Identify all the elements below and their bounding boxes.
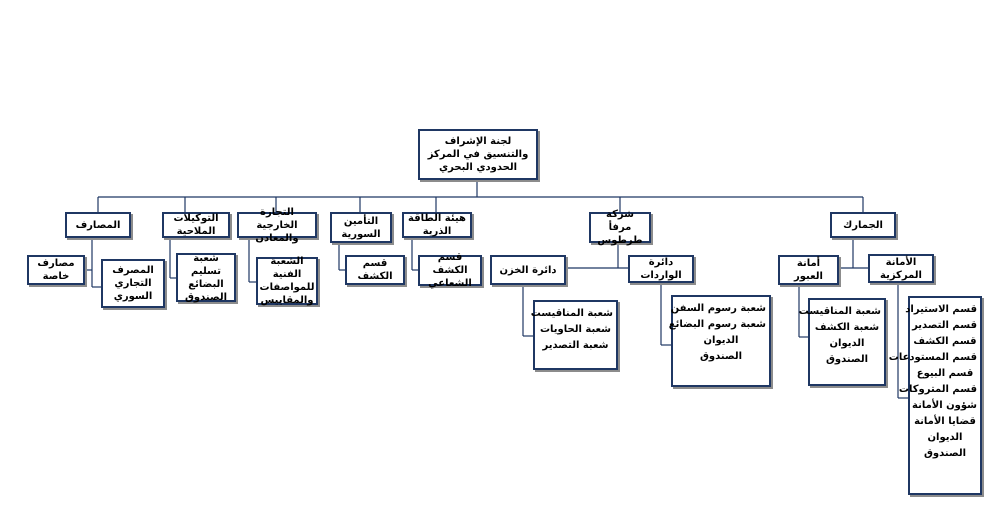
list-item: الصندوق bbox=[825, 354, 869, 365]
list-item: الديوان bbox=[703, 335, 739, 346]
list-item: شعبة المناقيست bbox=[798, 306, 881, 317]
storage-dept-list: شعبة المناقيست شعبة الحاويات شعبة التصدي… bbox=[530, 300, 618, 370]
foreign-trade-label: التجارة الخارجية والمعادن bbox=[255, 206, 299, 244]
list-item: الصندوق bbox=[923, 448, 967, 459]
banks-label: المصارف bbox=[75, 219, 121, 231]
root-committee-box: لجنة الإشراف والتنسيق في المركز الحدودي … bbox=[418, 129, 538, 180]
list-item: قسم المستودعات bbox=[888, 352, 977, 363]
list-item: شعبة رسوم السفن bbox=[670, 303, 766, 314]
central-secretariat-list: قسم الاستيراد قسم التصدير قسم الكشف قسم … bbox=[888, 296, 982, 495]
foreign-trade-box: التجارة الخارجية والمعادن bbox=[237, 207, 317, 244]
port-company-label: شركة مرفأ طرطوس bbox=[597, 209, 643, 246]
list-item: الديوان bbox=[829, 338, 865, 349]
private-banks-label: مصارف خاصة bbox=[37, 258, 75, 282]
standards-section-box: الشعبة الفنية للمواصفات والمقاييس bbox=[256, 256, 318, 306]
list-item: شعبة رسوم البضائع bbox=[668, 319, 766, 330]
list-item: شؤون الأمانة bbox=[912, 400, 977, 411]
list-item: قسم الاستيراد bbox=[905, 304, 977, 315]
list-item: شعبة التصدير bbox=[542, 340, 609, 351]
shipping-agencies-box: التوكيلات الملاحية bbox=[162, 212, 230, 238]
atomic-detection-label: قسم الكشف الشعاعي bbox=[428, 252, 472, 289]
goods-delivery-label: شعبة تسليم البضائع الصندوق bbox=[184, 252, 228, 303]
central-secretariat-label: الأمانة المركزية bbox=[880, 256, 922, 281]
atomic-energy-box: هيئة الطاقة الذرية bbox=[402, 212, 472, 238]
customs-box: الجمارك bbox=[830, 212, 896, 238]
list-item: قسم المتروكات bbox=[898, 384, 977, 395]
list-item: قضايا الأمانة bbox=[914, 416, 976, 427]
commercial-bank-label: المصرف التجاري السوري bbox=[112, 265, 154, 302]
transit-secretariat-label: أمانة العبور bbox=[794, 258, 823, 282]
private-banks-box: مصارف خاصة bbox=[27, 255, 85, 285]
shipping-agencies-label: التوكيلات الملاحية bbox=[173, 213, 219, 237]
goods-delivery-box: شعبة تسليم البضائع الصندوق bbox=[176, 252, 236, 303]
port-company-box: شركة مرفأ طرطوس bbox=[589, 209, 651, 246]
imports-dept-list: شعبة رسوم السفن شعبة رسوم البضائع الديوا… bbox=[668, 295, 771, 387]
storage-dept-label: دائرة الخزن bbox=[499, 264, 557, 276]
syrian-insurance-label: التأمين السورية bbox=[341, 215, 381, 240]
list-item: الديوان bbox=[927, 432, 963, 443]
list-item: شعبة المناقيست bbox=[530, 308, 613, 319]
commercial-bank-box: المصرف التجاري السوري bbox=[101, 259, 165, 308]
standards-section-label: الشعبة الفنية للمواصفات والمقاييس bbox=[259, 256, 315, 306]
list-item: شعبة الحاويات bbox=[539, 324, 612, 335]
imports-dept-box: دائرة الواردات bbox=[628, 255, 694, 283]
atomic-detection-box: قسم الكشف الشعاعي bbox=[418, 252, 482, 289]
transit-secretariat-box: أمانة العبور bbox=[778, 255, 839, 285]
list-item: قسم الكشف bbox=[913, 336, 977, 347]
storage-dept-box: دائرة الخزن bbox=[490, 255, 566, 285]
syrian-insurance-box: التأمين السورية bbox=[330, 212, 392, 243]
imports-dept-label: دائرة الواردات bbox=[640, 257, 682, 281]
root-committee-label: لجنة الإشراف والتنسيق في المركز الحدودي … bbox=[427, 136, 529, 173]
central-secretariat-box: الأمانة المركزية bbox=[868, 254, 934, 283]
list-item: قسم البيوع bbox=[916, 368, 974, 379]
banks-box: المصارف bbox=[65, 212, 131, 238]
insurance-detection-box: قسم الكشف bbox=[345, 255, 405, 285]
transit-secretariat-list: شعبة المناقيست شعبة الكشف الديوان الصندو… bbox=[798, 298, 886, 386]
atomic-energy-label: هيئة الطاقة الذرية bbox=[408, 213, 466, 237]
list-item: شعبة الكشف bbox=[814, 322, 880, 333]
insurance-detection-label: قسم الكشف bbox=[357, 258, 393, 282]
list-item: قسم التصدير bbox=[912, 320, 977, 331]
customs-label: الجمارك bbox=[843, 219, 883, 231]
list-item: الصندوق bbox=[699, 351, 743, 362]
